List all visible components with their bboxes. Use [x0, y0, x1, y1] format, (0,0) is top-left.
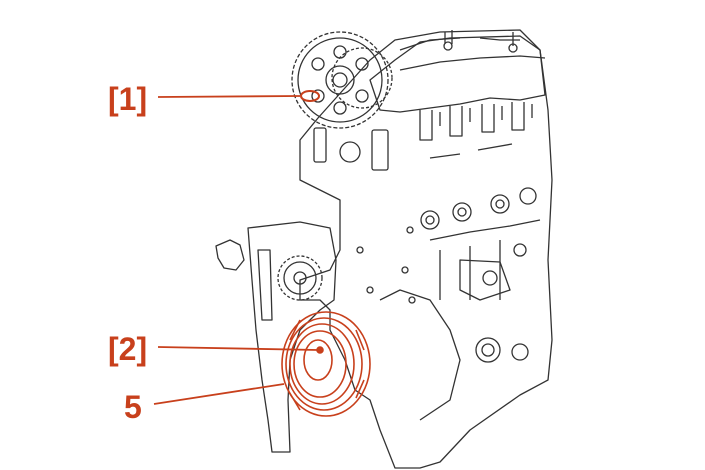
- injector-row: [419, 102, 533, 159]
- block-side-features: [313, 127, 541, 304]
- cam-cover-ridge: [399, 37, 546, 71]
- crankshaft-pulley: [281, 311, 371, 417]
- callout-1-leader: [157, 95, 301, 98]
- callout-5-leader: [153, 383, 285, 405]
- head-bolts: [443, 30, 518, 53]
- callout-1-label: [1]: [108, 81, 147, 117]
- idler-sprocket: [277, 255, 323, 301]
- callout-2-leader: [157, 346, 319, 351]
- camshaft-sprocket: [291, 31, 389, 129]
- injection-pump-sprocket: [331, 47, 393, 109]
- callout-5-label: 5: [124, 389, 142, 425]
- engine-bracket: [215, 239, 245, 271]
- timing-mark-camshaft-sprocket: [300, 90, 320, 102]
- cylinder-head: [369, 35, 546, 113]
- timing-cover-slot: [257, 249, 273, 321]
- front-cover: [379, 259, 529, 421]
- engine-block-outline: [299, 29, 553, 469]
- callout-2-label: [2]: [108, 331, 147, 367]
